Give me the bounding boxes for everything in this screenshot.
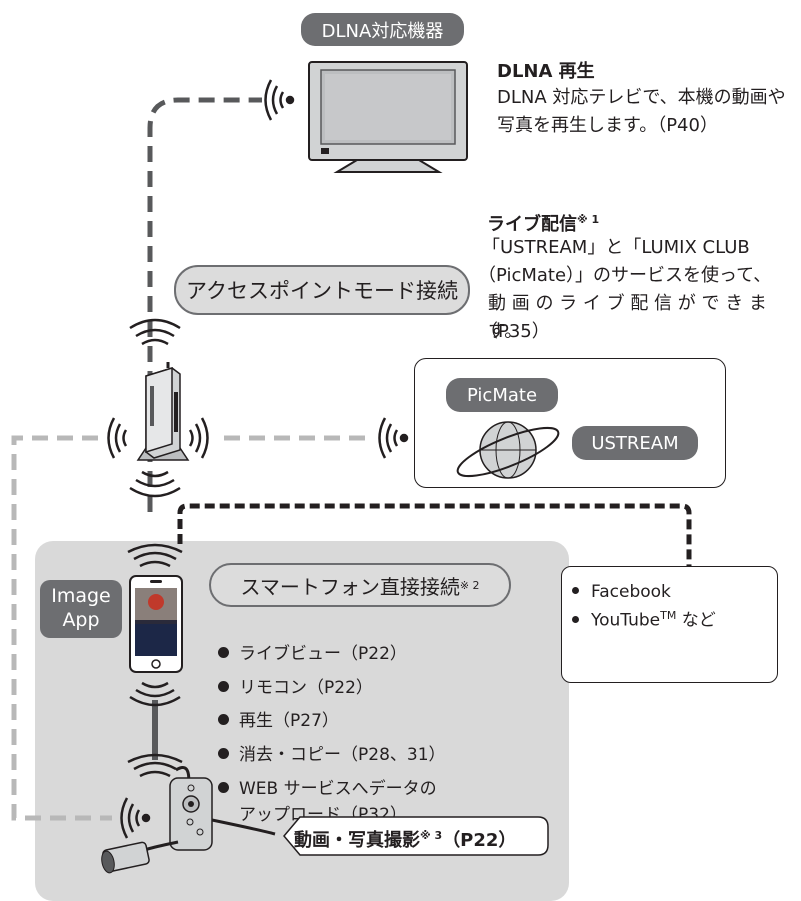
sns-youtube-tm: TM	[660, 609, 677, 622]
feature-text: 消去・コピー（P28、31）	[239, 744, 446, 765]
recording-label: 動画・写真撮影※ 3（P22）	[294, 822, 516, 855]
list-item: 再生（P27）	[218, 705, 446, 739]
image-app-line1: Image	[51, 585, 111, 607]
live-title: ライブ配信※ 1	[487, 206, 599, 239]
ustream-badge: USTREAM	[572, 426, 698, 460]
dlna-device-label: DLNA対応機器	[301, 13, 464, 46]
sns-link-line	[177, 503, 692, 566]
cloud-wifi-icon	[378, 417, 409, 459]
list-item: ライブビュー（P22）	[218, 638, 446, 672]
sns-youtube-suffix: など	[676, 610, 716, 631]
camera-icon	[101, 766, 276, 874]
list-item: リモコン（P22）	[218, 672, 446, 706]
camera-link-line	[11, 435, 112, 821]
feature-text: リモコン（P22）	[239, 677, 373, 698]
recording-label-frame	[283, 816, 549, 856]
live-title-text: ライブ配信	[487, 214, 577, 235]
router-wifi-icon	[107, 318, 209, 498]
dlna-playback-line1: DLNA 対応テレビで、本機の動画や	[497, 87, 786, 108]
list-item: YouTubeTM など	[572, 604, 716, 633]
list-item: Facebook	[572, 581, 716, 604]
list-item: 消去・コピー（P28、31）	[218, 739, 446, 773]
feature-text: 再生（P27）	[239, 711, 339, 731]
live-line4: （P35）	[480, 321, 550, 342]
live-line1: 「USTREAM」と「LUMIX CLUB	[482, 237, 750, 258]
sns-youtube: YouTube	[591, 610, 661, 631]
live-line2: （PicMate）」のサービスを使って、	[478, 265, 772, 286]
live-note: ※ 1	[577, 213, 600, 226]
recording-ref: （P22）	[442, 830, 517, 851]
tv-icon	[308, 61, 468, 173]
smartphone-direct-note: ※ 2	[459, 578, 480, 592]
dlna-playback-line2: 写真を再生します。（P40）	[497, 115, 718, 136]
camera-top-wifi-icon	[127, 753, 183, 778]
sns-facebook: Facebook	[591, 582, 671, 602]
camera-wifi-icon	[120, 797, 151, 839]
router-icon	[136, 362, 190, 461]
smartphone-icon	[129, 575, 183, 673]
dlna-playback-title: DLNA 再生	[497, 61, 595, 82]
image-app-line2: App	[62, 609, 100, 631]
phone-wifi-icon	[127, 543, 183, 707]
live-line3: 動 画 の ラ イ ブ 配 信 が で き ま す。	[488, 293, 767, 342]
globe-icon	[456, 421, 560, 479]
sns-services-box: Facebook YouTubeTM など	[561, 566, 778, 683]
feature-list: ライブビュー（P22） リモコン（P22） 再生（P27） 消去・コピー（P28…	[218, 638, 446, 828]
recording-note: ※ 3	[420, 829, 443, 842]
picmate-badge: PicMate	[446, 378, 558, 412]
access-point-mode-label: アクセスポイントモード接続	[174, 265, 470, 315]
smartphone-direct-label: スマートフォン直接接続※ 2	[209, 563, 511, 607]
tv-wifi-icon	[264, 79, 295, 121]
feature-text: ライブビュー（P22）	[239, 644, 407, 664]
recording-text: 動画・写真撮影	[294, 830, 420, 851]
dlna-link-line	[147, 97, 262, 512]
image-app-badge: Image App	[40, 580, 122, 638]
list-item: WEB サービスへデータの	[218, 776, 446, 802]
feature-text: WEB サービスへデータの	[239, 779, 437, 799]
smartphone-direct-text: スマートフォン直接接続	[240, 574, 460, 599]
